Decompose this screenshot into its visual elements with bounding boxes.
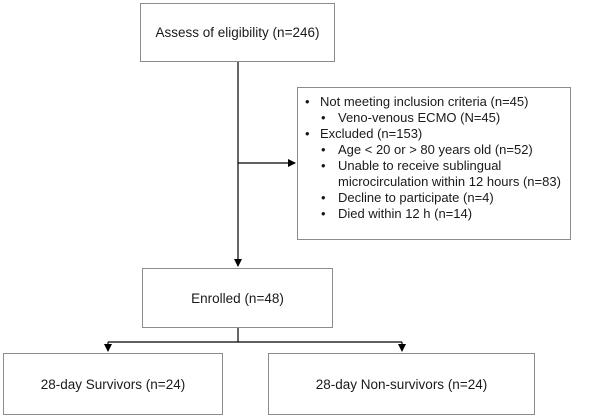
- eligibility-box: Assess of eligibility (n=246): [140, 3, 335, 62]
- survivors-label: 28-day Survivors (n=24): [40, 376, 186, 392]
- bullet-icon: •: [321, 158, 326, 173]
- nonsurvivors-label: 28-day Non-survivors (n=24): [315, 376, 488, 392]
- exclusion-list: •Not meeting inclusion criteria (n=45)•V…: [302, 94, 566, 222]
- bullet-icon: •: [305, 126, 310, 141]
- exclusion-item: • Not meeting inclusion criteria (n=45): [302, 94, 566, 110]
- exclusion-item-text: Age < 20 or > 80 years old (n=52): [338, 142, 533, 157]
- exclusion-item-text: Unable to receive sublingual microcircul…: [338, 158, 561, 189]
- enrolled-label: Enrolled (n=48): [191, 290, 284, 306]
- survivors-box: 28-day Survivors (n=24): [3, 353, 223, 415]
- exclusion-item-text: Veno-venous ECMO (N=45): [338, 110, 501, 125]
- exclusion-item-text: Died within 12 h (n=14): [338, 206, 473, 221]
- bullet-icon: •: [321, 190, 326, 205]
- exclusion-box: •Not meeting inclusion criteria (n=45)•V…: [297, 87, 571, 240]
- exclusion-item-text: Not meeting inclusion criteria (n=45): [320, 94, 529, 109]
- bullet-icon: •: [321, 110, 326, 125]
- exclusion-item-text: Decline to participate (n=4): [338, 190, 494, 205]
- enrolled-box: Enrolled (n=48): [142, 268, 333, 328]
- eligibility-label: Assess of eligibility (n=246): [155, 25, 320, 40]
- exclusion-item: • Died within 12 h (n=14): [302, 206, 566, 222]
- bullet-icon: •: [321, 206, 326, 221]
- exclusion-item: • Veno-venous ECMO (N=45): [302, 110, 566, 126]
- bullet-icon: •: [321, 142, 326, 157]
- exclusion-item-text: Excluded (n=153): [320, 126, 423, 141]
- nonsurvivors-box: 28-day Non-survivors (n=24): [268, 353, 535, 415]
- bullet-icon: •: [305, 94, 310, 109]
- exclusion-item: • Excluded (n=153): [302, 126, 566, 142]
- exclusion-item: • Age < 20 or > 80 years old (n=52): [302, 142, 566, 158]
- exclusion-item: • Decline to participate (n=4): [302, 190, 566, 206]
- exclusion-item: • Unable to receive sublingual microcircu…: [302, 158, 566, 190]
